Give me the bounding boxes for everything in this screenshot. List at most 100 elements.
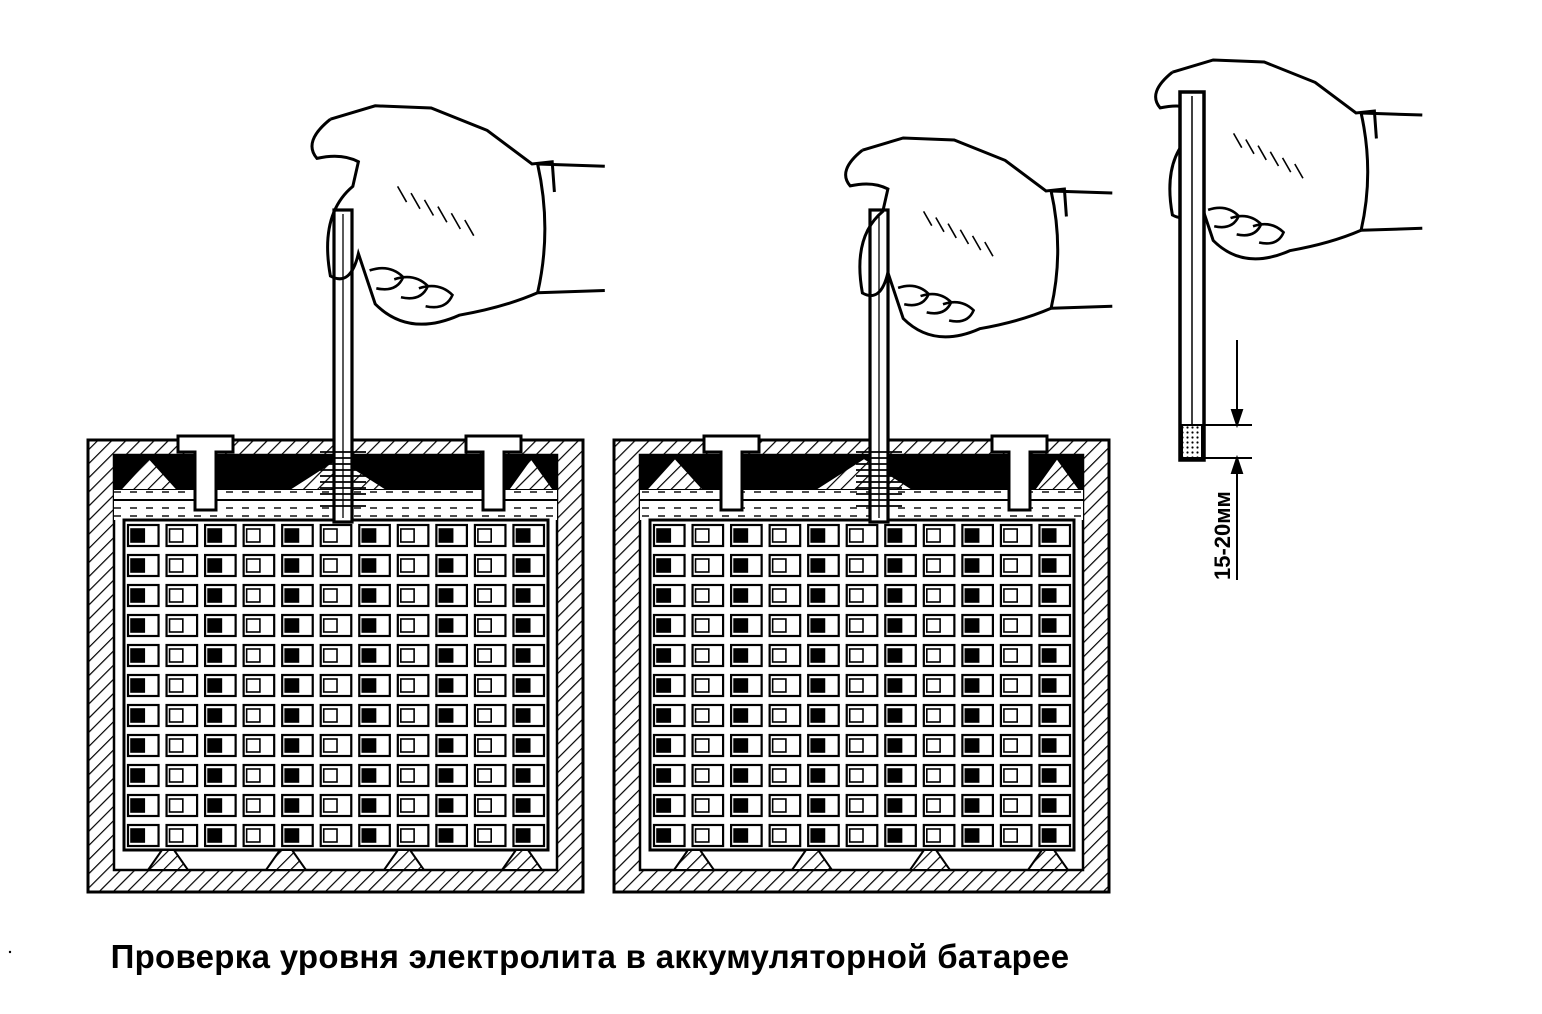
plate-mark [848, 618, 864, 633]
plate-mark [1041, 678, 1057, 693]
plate-mark [964, 588, 980, 603]
skin-line [1245, 139, 1255, 155]
plate-mark [887, 528, 903, 543]
plate-mark [477, 708, 492, 723]
plate-mark [964, 648, 980, 663]
plate-mark [168, 618, 184, 633]
plate-mark [322, 528, 338, 543]
plate-mark [438, 708, 454, 723]
plate-mark [848, 828, 864, 843]
plate-mark [964, 678, 980, 693]
plate-mark [1003, 528, 1018, 543]
plate-mark [926, 528, 941, 543]
plate-mark [694, 648, 710, 663]
plate-mark [284, 588, 300, 603]
plate-mark [810, 588, 826, 603]
plate-mark [694, 828, 710, 843]
plate-mark [771, 768, 787, 783]
plate-mark [322, 648, 338, 663]
skin-line [935, 217, 945, 233]
plate-mark [515, 588, 531, 603]
plate-mark [810, 678, 826, 693]
hand-outline [329, 104, 556, 193]
plate-mark [733, 738, 749, 753]
plate-mark [130, 678, 146, 693]
plate-mark [810, 558, 826, 573]
plate-mark [810, 528, 826, 543]
plate-mark [245, 618, 261, 633]
plate-mark [656, 738, 672, 753]
plate-mark [322, 768, 338, 783]
plate-mark [887, 678, 903, 693]
plate-mark [964, 798, 980, 813]
plate-mark [322, 588, 338, 603]
finger [418, 284, 455, 309]
plate-mark [361, 678, 377, 693]
plate-mark [245, 768, 261, 783]
plate-mark [810, 648, 826, 663]
plate-mark [322, 798, 338, 813]
bottom-rib [264, 849, 308, 871]
plate-mark [656, 708, 672, 723]
plate-mark [656, 648, 672, 663]
hand-outline [844, 149, 1052, 339]
plate-mark [887, 828, 903, 843]
plate-mark [168, 648, 184, 663]
skin-line [947, 223, 957, 239]
plate-mark [400, 828, 415, 843]
plate-mark [477, 528, 492, 543]
plate-mark [694, 528, 710, 543]
plate-mark [361, 738, 377, 753]
plate-mark [1003, 618, 1018, 633]
plate-mark [694, 678, 710, 693]
terminal-post [990, 434, 1049, 512]
hand-icon [844, 136, 1113, 339]
plate-mark [515, 678, 531, 693]
plate-mark [361, 828, 377, 843]
plate-mark [245, 648, 261, 663]
plate-mark [1003, 828, 1018, 843]
plate-mark [245, 738, 261, 753]
plate-mark [400, 798, 415, 813]
plate-mark [771, 558, 787, 573]
electrolyte-column [1181, 424, 1203, 459]
plate-mark [168, 678, 184, 693]
plate-mark [848, 588, 864, 603]
skin-line [464, 219, 475, 237]
plate-mark [848, 678, 864, 693]
plate-mark [284, 738, 300, 753]
plate-mark [771, 708, 787, 723]
plate-mark [887, 798, 903, 813]
plate-mark [130, 828, 146, 843]
plate-mark [361, 708, 377, 723]
plate-mark [887, 738, 903, 753]
plate-mark [1003, 708, 1018, 723]
plate-mark [771, 678, 787, 693]
plate-mark [964, 618, 980, 633]
plate-mark [168, 588, 184, 603]
plate-mark [245, 708, 261, 723]
plate-mark [284, 708, 300, 723]
plate-mark [361, 648, 377, 663]
plate-mark [130, 588, 146, 603]
plate-mark [477, 798, 492, 813]
plate-mark [1003, 738, 1018, 753]
plate-mark [733, 648, 749, 663]
plate-mark [694, 768, 710, 783]
plate-mark [130, 618, 146, 633]
plate-mark [284, 768, 300, 783]
plate-mark [515, 738, 531, 753]
plate-mark [477, 588, 492, 603]
plate-mark [245, 798, 261, 813]
plate-mark [887, 618, 903, 633]
plate-mark [284, 558, 300, 573]
plate-mark [694, 558, 710, 573]
sleeve-cuff [1359, 111, 1423, 232]
plate-mark [733, 588, 749, 603]
plate-mark [848, 558, 864, 573]
plate-mark [168, 528, 184, 543]
plate-mark [964, 528, 980, 543]
hand-outline [310, 118, 539, 326]
plate-mark [515, 828, 531, 843]
plate-mark [733, 768, 749, 783]
